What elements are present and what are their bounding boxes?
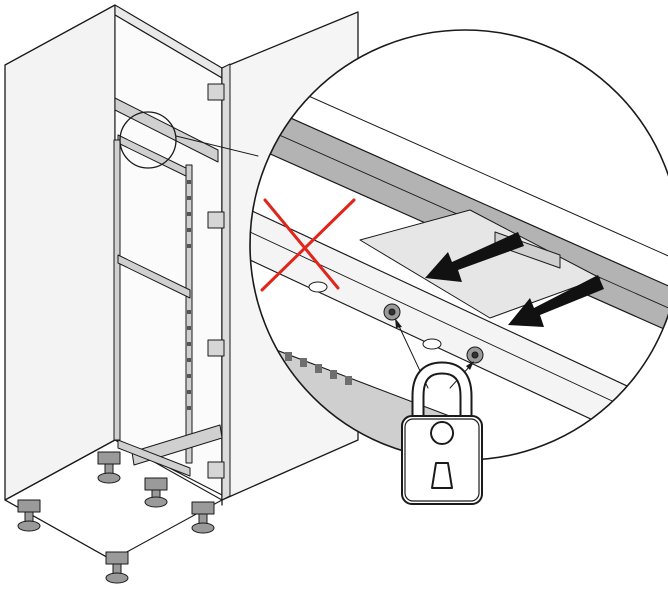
- detail-leader: [175, 135, 259, 157]
- padlock-keyhole: [430, 421, 455, 489]
- foot-front-right: [105, 551, 129, 584]
- direction-arrows: [425, 232, 604, 327]
- cabinet-door-edge: [221, 63, 231, 501]
- cabinet-interior: [114, 14, 223, 496]
- incorrect-cross-icon: [260, 198, 356, 292]
- direction-arrow-icon: [508, 275, 604, 327]
- direction-arrow-icon: [425, 232, 524, 282]
- foot-front-left: [17, 499, 41, 532]
- frame-upright-left: [113, 139, 121, 441]
- frame-bar-bottom: [117, 439, 191, 477]
- cabinet-left-panel: [4, 4, 116, 501]
- door-hinges: [207, 83, 225, 479]
- padlock-body: [401, 415, 483, 505]
- frame-hole-1: [308, 281, 328, 293]
- frame-hole-2: [422, 338, 442, 350]
- foot-middle: [144, 477, 168, 508]
- zoom-frame-bar: [250, 209, 668, 460]
- zoom-inner-panel: [359, 209, 601, 319]
- hinge-3: [207, 339, 225, 357]
- hinge-1: [207, 83, 225, 101]
- detail-callout-circle: [119, 111, 177, 169]
- foot-back-right: [191, 501, 215, 534]
- hinge-2: [207, 211, 225, 229]
- adjustable-feet: [17, 451, 215, 584]
- foot-back-left: [97, 451, 121, 484]
- hinge-4: [207, 461, 225, 479]
- padlock-icon: [401, 361, 483, 505]
- zoom-rail-teeth: [285, 352, 352, 385]
- frame-perforations: [187, 180, 191, 410]
- locking-screws: [383, 303, 484, 364]
- frame-bar-middle: [117, 254, 191, 299]
- upper-rail: [114, 97, 219, 163]
